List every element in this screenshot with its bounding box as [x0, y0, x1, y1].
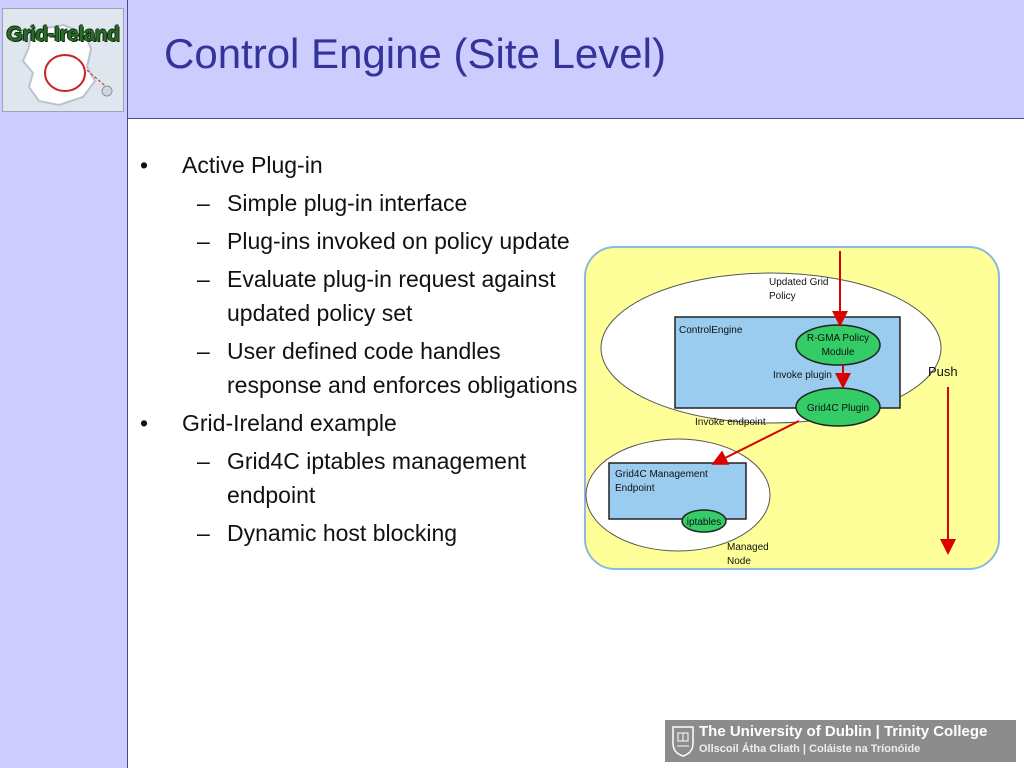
logo-wordmark: Grid-Ireland	[6, 23, 120, 46]
bullet-text: Evaluate plug-in request against updated…	[227, 266, 556, 326]
bullet-text: Active Plug-in	[182, 152, 323, 178]
rgma-label-line2: Module	[822, 347, 855, 358]
bullet-dot-icon: •	[140, 410, 149, 436]
sub-bullet-item: –Grid4C iptables management endpoint	[140, 444, 580, 512]
grid-ireland-logo: Grid-Ireland	[2, 8, 124, 112]
managed-node-label-line1: Managed	[727, 542, 769, 553]
bullet-list: •Active Plug-in –Simple plug-in interfac…	[140, 148, 580, 554]
bullet-dot-icon: •	[140, 152, 149, 178]
dash-icon: –	[197, 520, 210, 546]
side-band	[0, 118, 128, 768]
university-name-irish: Ollscoil Átha Cliath | Coláiste na Tríon…	[699, 743, 921, 755]
bullet-item: • Grid-Ireland example	[140, 406, 580, 440]
sub-bullet-item: –Plug-ins invoked on policy update	[140, 224, 580, 258]
dash-icon: –	[197, 190, 210, 216]
bullet-text: Grid4C iptables management endpoint	[227, 448, 527, 508]
page-title: Control Engine (Site Level)	[164, 30, 666, 77]
sub-bullet-item: –Simple plug-in interface	[140, 186, 580, 220]
mgmt-label-line1: Grid4C Management	[615, 469, 708, 480]
grid4c-plugin-label: Grid4C Plugin	[807, 403, 869, 414]
invoke-endpoint-arrow	[711, 420, 800, 465]
push-label: Push	[928, 364, 958, 379]
vertical-rule	[127, 0, 128, 768]
dash-icon: –	[197, 448, 210, 474]
updated-policy-label-line2: Policy	[769, 291, 796, 302]
invoke-endpoint-label: Invoke endpoint	[695, 417, 766, 428]
updated-policy-label-line1: Updated Grid	[769, 277, 828, 288]
control-engine-label: ControlEngine	[679, 325, 743, 336]
rgma-label-line1: R-GMA Policy	[807, 333, 869, 344]
trinity-crest-icon	[672, 726, 694, 757]
managed-node-label-line2: Node	[727, 556, 751, 567]
bullet-text: Dynamic host blocking	[227, 520, 458, 546]
grid4c-management-endpoint-box	[608, 462, 747, 520]
bullet-item: • Active Plug-in	[140, 148, 580, 182]
control-engine-diagram: Updated Grid Policy ControlEngine R-GMA …	[584, 246, 1000, 570]
university-name: The University of Dublin | Trinity Colle…	[699, 723, 988, 740]
dash-icon: –	[197, 228, 210, 254]
dash-icon: –	[197, 338, 210, 364]
sub-bullet-item: –Dynamic host blocking	[140, 516, 580, 550]
sub-bullet-item: –Evaluate plug-in request against update…	[140, 262, 580, 330]
bullet-text: User defined code handles response and e…	[227, 338, 578, 398]
iptables-node	[681, 509, 727, 533]
mgmt-label-line2: Endpoint	[615, 483, 655, 494]
header-band	[0, 0, 1024, 119]
invoke-plugin-label: Invoke plugin	[773, 370, 832, 381]
iptables-label: iptables	[687, 517, 721, 528]
sub-bullet-item: –User defined code handles response and …	[140, 334, 580, 402]
ireland-map-icon	[21, 23, 113, 107]
university-footer: The University of Dublin | Trinity Colle…	[665, 720, 1016, 762]
bullet-text: Simple plug-in interface	[227, 190, 468, 216]
bullet-text: Plug-ins invoked on policy update	[227, 228, 570, 254]
dash-icon: –	[197, 266, 210, 292]
bullet-text: Grid-Ireland example	[182, 410, 397, 436]
rgma-policy-module-node	[795, 324, 881, 366]
